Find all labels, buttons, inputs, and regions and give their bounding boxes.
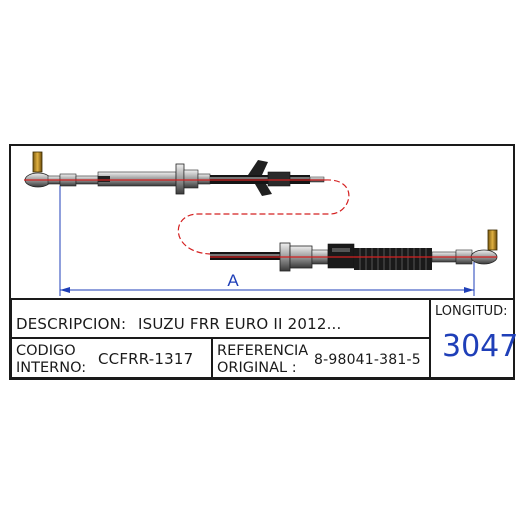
length-cell: LONGITUD: 3047 xyxy=(429,298,519,379)
drawing-frame xyxy=(9,144,515,380)
dimension-a: A xyxy=(59,186,475,296)
description-cell: DESCRIPCION: ISUZU FRR EURO II 2012... xyxy=(10,298,431,339)
reference-label-line1: REFERENCIA xyxy=(217,343,309,359)
reference-label-line2: ORIGINAL : xyxy=(217,360,297,376)
code-value: CCFRR-1317 xyxy=(98,350,194,368)
description-label: DESCRIPCION: xyxy=(16,315,127,333)
dimension-label: A xyxy=(227,271,239,290)
cable-loop xyxy=(177,179,350,255)
upper-mounting-bracket xyxy=(248,160,268,175)
upper-threaded-stud xyxy=(32,151,43,173)
upper-flange xyxy=(175,163,185,195)
lower-cable-assembly xyxy=(210,229,498,272)
reference-label: REFERENCIA ORIGINAL : xyxy=(217,343,313,377)
reference-value: 8-98041-381-5 xyxy=(314,352,421,368)
lower-bellows xyxy=(354,248,432,270)
description-value: ISUZU FRR EURO II 2012... xyxy=(138,315,342,333)
reference-cell: REFERENCIA ORIGINAL : 8-98041-381-5 xyxy=(211,337,431,379)
code-label: CODIGO INTERNO: xyxy=(16,343,100,377)
upper-cable-assembly xyxy=(24,151,325,196)
code-label-line1: CODIGO xyxy=(16,343,76,359)
lower-threaded-stud xyxy=(487,229,498,251)
code-label-line2: INTERNO: xyxy=(16,360,87,376)
length-label: LONGITUD: xyxy=(435,304,508,319)
internal-code-cell: CODIGO INTERNO: CCFRR-1317 xyxy=(10,337,213,379)
length-value: 3047 xyxy=(442,329,519,364)
